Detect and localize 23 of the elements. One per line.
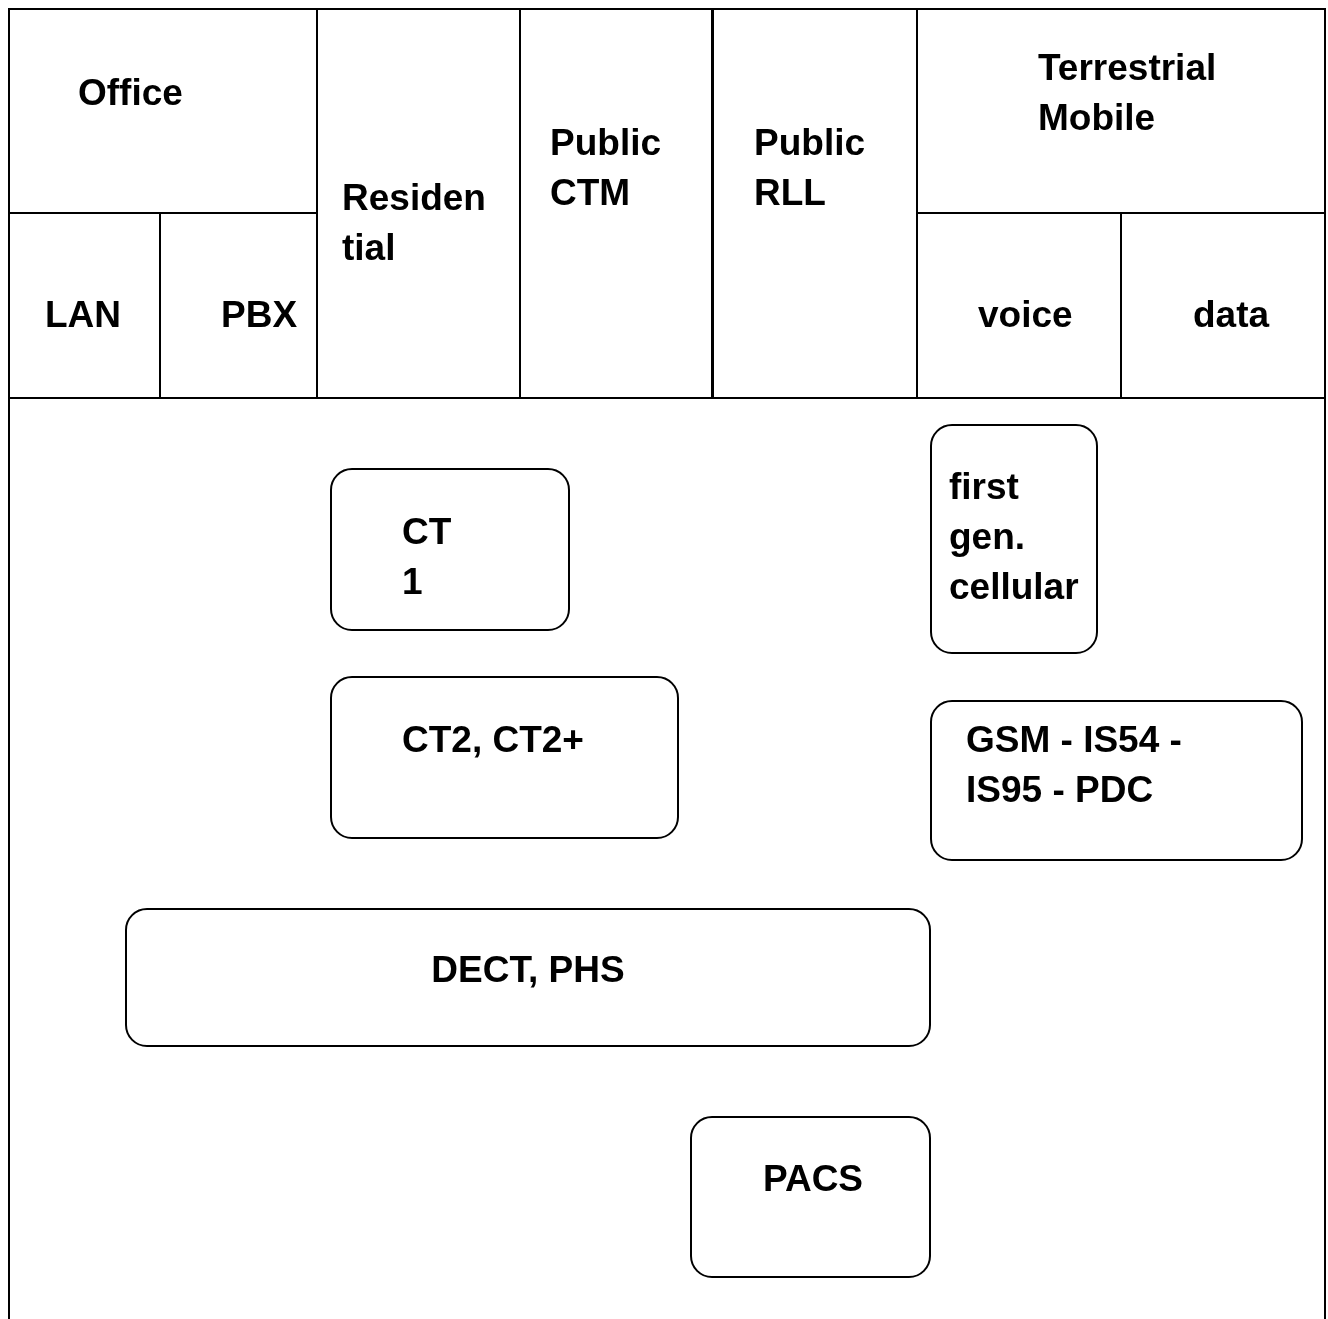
box-label: first gen. cellular xyxy=(949,465,1080,609)
box-label: PACS xyxy=(763,1157,865,1201)
column-heading: LAN xyxy=(45,293,123,337)
column-heading: Public CTM xyxy=(550,121,663,215)
rounded-box xyxy=(330,468,570,631)
table-cell xyxy=(711,8,918,399)
box-label: CT2, CT2+ xyxy=(402,718,585,762)
rounded-box xyxy=(330,676,679,839)
box-label: GSM - IS54 - IS95 - PDC xyxy=(966,718,1183,812)
column-heading: Office xyxy=(78,71,184,115)
column-heading: voice xyxy=(978,293,1074,337)
column-heading: Public RLL xyxy=(754,121,867,215)
box-label: CT 1 xyxy=(402,510,453,604)
rounded-box xyxy=(930,424,1098,654)
rounded-box xyxy=(930,700,1303,861)
column-heading: Terrestrial Mobile xyxy=(1038,46,1218,140)
rounded-box xyxy=(125,908,931,1047)
box-label: DECT, PHS xyxy=(430,948,626,992)
column-heading: PBX xyxy=(221,293,299,337)
rounded-box xyxy=(690,1116,931,1278)
table-cell xyxy=(519,8,714,399)
column-heading: Residen tial xyxy=(342,176,487,270)
column-heading: data xyxy=(1193,293,1271,337)
